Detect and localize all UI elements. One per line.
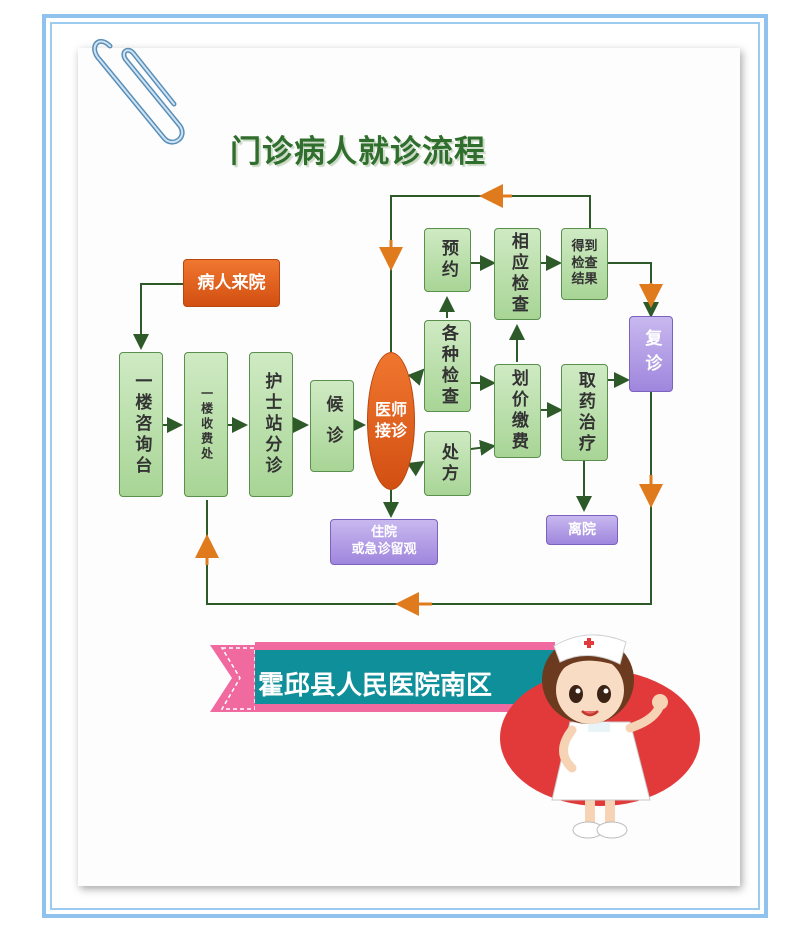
node-discharge: 离院 <box>546 515 618 545</box>
node-related-exams: 相应检查 <box>494 228 541 320</box>
node-first-floor-info-label: 一楼咨询台 <box>131 372 152 477</box>
node-patient-arrives: 病人来院 <box>183 259 280 307</box>
node-appointment: 预约 <box>424 228 471 292</box>
node-take-medicine-label: 取药治疗 <box>574 370 595 455</box>
node-take-medicine: 取药治疗 <box>561 364 608 461</box>
hospital-banner-text: 霍邱县人民医院南区 <box>258 670 493 701</box>
node-appointment-label: 预约 <box>437 239 458 281</box>
node-first-floor-info: 一楼咨询台 <box>119 352 163 497</box>
node-hospitalization: 住院 或急诊留观 <box>330 519 438 565</box>
node-follow-up: 复诊 <box>629 316 673 392</box>
node-follow-up-label: 复诊 <box>641 329 662 379</box>
node-pricing-payment-label: 划价缴费 <box>507 369 528 453</box>
outer-frame <box>42 14 768 918</box>
node-first-floor-cashier-label: 一楼收费处 <box>199 387 214 462</box>
node-get-results: 得到 检查 结果 <box>561 228 608 300</box>
page-title: 门诊病人就诊流程 <box>230 134 486 170</box>
node-nurse-triage-label: 护士站分诊 <box>261 372 282 477</box>
node-waiting: 候诊 <box>310 380 354 472</box>
inner-frame <box>50 22 760 910</box>
node-prescription: 处方 <box>424 431 471 496</box>
node-pricing-payment: 划价缴费 <box>494 364 541 458</box>
paperclip-icon <box>92 38 185 145</box>
node-nurse-triage: 护士站分诊 <box>249 352 293 497</box>
node-waiting-label: 候诊 <box>322 395 343 457</box>
node-various-exams-label: 各种检查 <box>437 324 458 408</box>
node-various-exams: 各种检查 <box>424 320 471 412</box>
node-first-floor-cashier: 一楼收费处 <box>184 352 228 497</box>
node-prescription-label: 处方 <box>437 442 458 485</box>
node-doctor-consult: 医师 接诊 <box>367 352 415 490</box>
node-related-exams-label: 相应检查 <box>507 232 528 316</box>
